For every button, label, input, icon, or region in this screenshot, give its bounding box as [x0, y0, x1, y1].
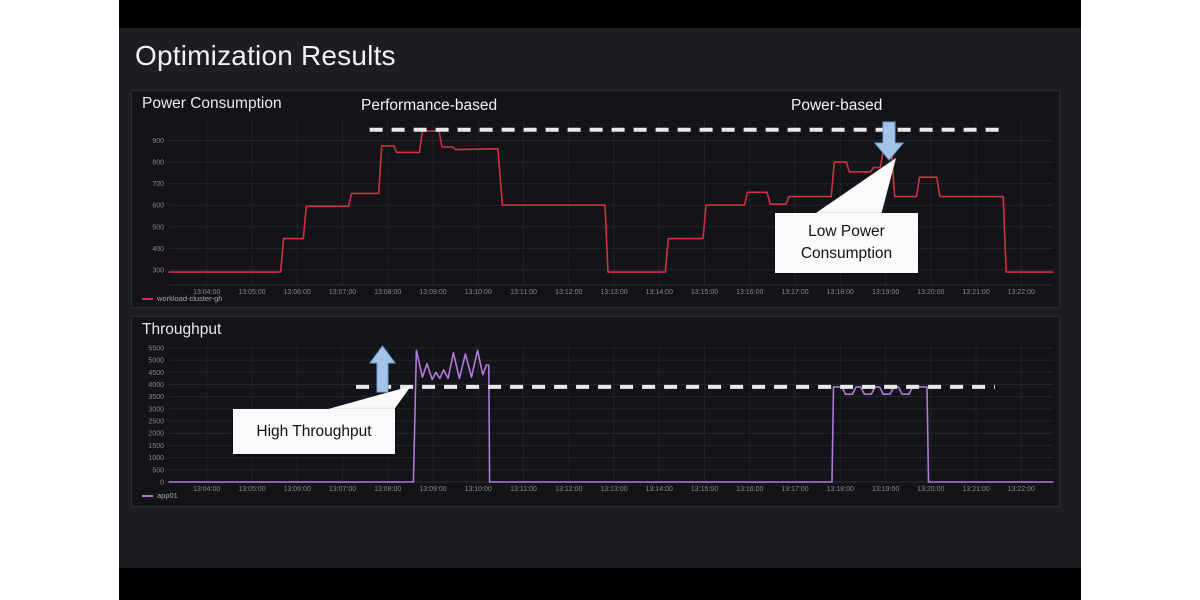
arrow-down-icon	[874, 121, 904, 161]
svg-text:13:11:00: 13:11:00	[510, 289, 537, 296]
callout-tail	[813, 158, 896, 215]
svg-text:13:12:00: 13:12:00	[555, 486, 582, 493]
svg-text:13:20:00: 13:20:00	[917, 289, 944, 296]
svg-text:3500: 3500	[148, 394, 164, 401]
performance-based-label: Performance-based	[361, 97, 498, 114]
svg-text:13:06:00: 13:06:00	[284, 486, 311, 493]
svg-text:13:12:00: 13:12:00	[555, 289, 582, 296]
throughput-chart-host: 0 500 1000 1500 2000 2500 3000 3500 4000 4500 5000…	[132, 317, 1059, 511]
svg-text:13:09:00: 13:09:00	[419, 486, 446, 493]
svg-text:13:19:00: 13:19:00	[872, 486, 899, 493]
svg-text:4500: 4500	[148, 370, 164, 377]
svg-text:2500: 2500	[148, 419, 164, 426]
low-power-callout: Low Power Consumption	[775, 213, 918, 273]
throughput-panel: Throughput 0 500 1000 1500 2000 2500 3000 3500 4…	[131, 316, 1060, 507]
svg-text:13:08:00: 13:08:00	[374, 486, 401, 493]
power-based-label: Power-based	[791, 97, 883, 114]
svg-text:13:10:00: 13:10:00	[465, 486, 492, 493]
svg-text:5500: 5500	[148, 345, 164, 352]
svg-text:13:21:00: 13:21:00	[962, 486, 989, 493]
svg-text:13:18:00: 13:18:00	[827, 289, 854, 296]
svg-text:1500: 1500	[148, 443, 164, 450]
legend-swatch	[142, 494, 153, 497]
slide-title: Optimization Results	[135, 40, 396, 71]
callout-text-line1: Low Power	[808, 223, 885, 240]
svg-text:13:16:00: 13:16:00	[736, 289, 763, 296]
svg-text:13:04:00: 13:04:00	[193, 289, 220, 296]
legend-swatch	[142, 297, 153, 300]
svg-text:13:15:00: 13:15:00	[691, 486, 718, 493]
svg-text:13:09:00: 13:09:00	[419, 289, 446, 296]
svg-text:13:20:00: 13:20:00	[917, 486, 944, 493]
throughput-panel-title: Throughput	[142, 321, 222, 338]
svg-text:13:11:00: 13:11:00	[510, 486, 537, 493]
throughput-legend: app01	[142, 491, 178, 500]
svg-text:13:13:00: 13:13:00	[600, 289, 627, 296]
power-legend: workload-cluster-gh	[142, 294, 222, 303]
svg-text:13:05:00: 13:05:00	[238, 486, 265, 493]
svg-text:13:17:00: 13:17:00	[781, 289, 808, 296]
svg-text:500: 500	[152, 467, 164, 474]
svg-text:0: 0	[160, 480, 164, 487]
svg-text:700: 700	[152, 181, 164, 188]
svg-text:13:04:00: 13:04:00	[193, 486, 220, 493]
svg-text:13:14:00: 13:14:00	[646, 289, 673, 296]
svg-text:13:08:00: 13:08:00	[374, 289, 401, 296]
svg-text:5000: 5000	[148, 358, 164, 365]
slide: Optimization Results Power Consumption 3…	[119, 28, 1081, 568]
callout-text-line2: Consumption	[800, 245, 893, 262]
svg-text:2000: 2000	[148, 431, 164, 438]
svg-text:13:10:00: 13:10:00	[465, 289, 492, 296]
svg-text:1000: 1000	[148, 455, 164, 462]
power-panel-title: Power Consumption	[142, 95, 282, 112]
presentation-stage: Optimization Results Power Consumption 3…	[119, 0, 1081, 600]
svg-text:13:22:00: 13:22:00	[1008, 486, 1035, 493]
svg-text:13:07:00: 13:07:00	[329, 289, 356, 296]
power-chart-host: 300 400 500 600 700 800 900 13:04:00 13:05:00 13:…	[132, 91, 1059, 312]
svg-text:300: 300	[152, 267, 164, 274]
legend-label: app01	[157, 491, 178, 500]
throughput-chart: 0 500 1000 1500 2000 2500 3000 3500 4000 4500 5000…	[148, 345, 1054, 493]
svg-text:4000: 4000	[148, 382, 164, 389]
arrow-up-icon	[369, 345, 396, 393]
svg-text:13:17:00: 13:17:00	[781, 486, 808, 493]
svg-text:13:22:00: 13:22:00	[1008, 289, 1035, 296]
svg-text:400: 400	[152, 246, 164, 253]
svg-text:13:13:00: 13:13:00	[600, 486, 627, 493]
svg-text:600: 600	[152, 203, 164, 210]
svg-text:500: 500	[152, 224, 164, 231]
power-panel: Power Consumption 300 400 500 600 700 800 900 1…	[131, 90, 1060, 308]
svg-text:13:05:00: 13:05:00	[238, 289, 265, 296]
svg-text:13:18:00: 13:18:00	[827, 486, 854, 493]
svg-text:900: 900	[152, 138, 164, 145]
svg-text:13:21:00: 13:21:00	[962, 289, 989, 296]
svg-text:13:15:00: 13:15:00	[691, 289, 718, 296]
svg-text:13:19:00: 13:19:00	[872, 289, 899, 296]
svg-text:13:14:00: 13:14:00	[646, 486, 673, 493]
svg-text:13:06:00: 13:06:00	[284, 289, 311, 296]
svg-text:13:07:00: 13:07:00	[329, 486, 356, 493]
power-chart: 300 400 500 600 700 800 900 13:04:00 13:05:00 13:…	[152, 119, 1054, 296]
svg-text:3000: 3000	[148, 406, 164, 413]
svg-text:13:16:00: 13:16:00	[736, 486, 763, 493]
legend-label: workload-cluster-gh	[157, 294, 223, 303]
svg-text:800: 800	[152, 160, 164, 167]
high-throughput-callout: High Throughput	[233, 409, 395, 454]
